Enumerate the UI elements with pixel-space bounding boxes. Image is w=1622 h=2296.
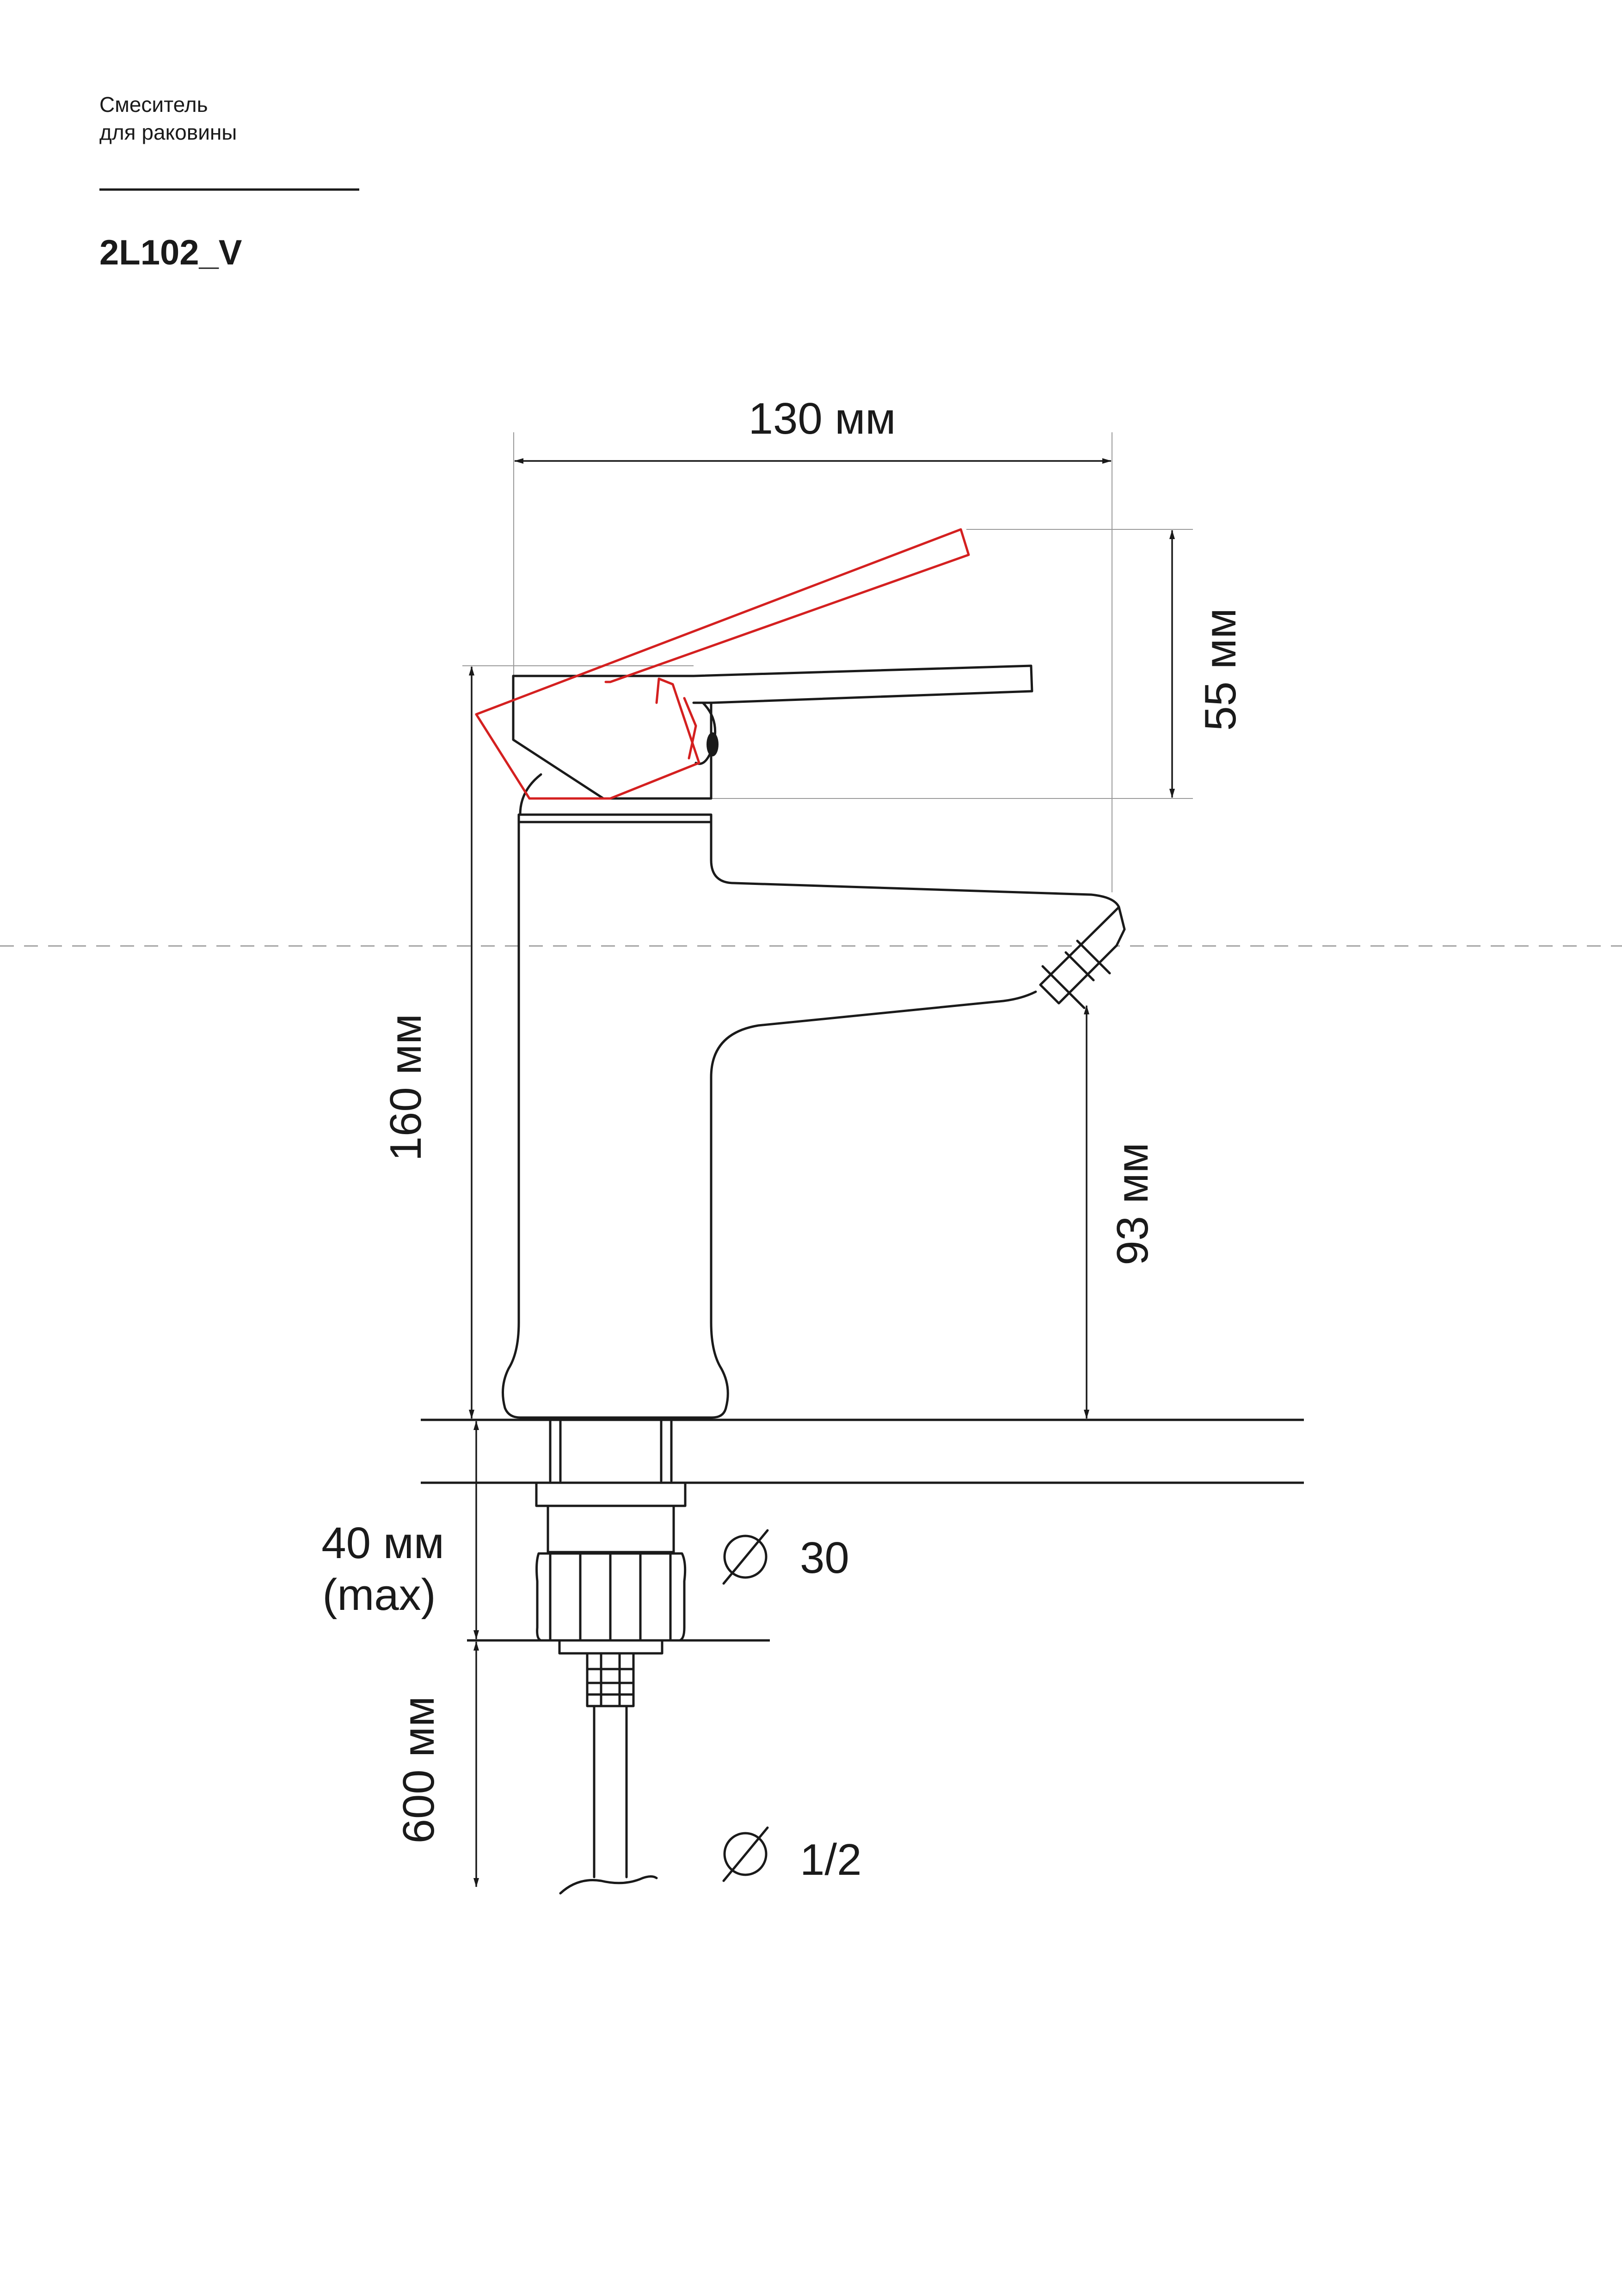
dim-hose-label: 600 мм — [394, 1696, 443, 1844]
mounting-nut — [535, 1552, 687, 1642]
cartridge-housing — [512, 675, 713, 800]
hose-connector — [586, 1652, 635, 1707]
faucet-body — [502, 821, 1037, 1419]
diameter-symbol-icon — [723, 1535, 768, 1579]
diameter-30-value: 30 — [800, 1533, 849, 1583]
dim-height-label: 160 мм — [381, 1014, 430, 1161]
diameter-symbol-icon — [723, 1832, 768, 1876]
diameter-30-callout: 30 — [722, 1529, 849, 1585]
lever-open-red — [475, 528, 970, 716]
subtitle-line2: для раковины — [99, 120, 237, 144]
mounting-sleeve — [547, 1504, 675, 1553]
aerator-ring — [1041, 939, 1111, 1009]
nut-bottom-plate — [558, 1639, 664, 1655]
dim-lever-rise-label: 55 мм — [1196, 608, 1245, 731]
aerator — [1039, 906, 1126, 1005]
diameter-thread-callout: 1/2 — [722, 1826, 861, 1885]
diameter-symbol-slash — [722, 1529, 769, 1585]
pivot-screw — [707, 732, 719, 756]
housing-open-red — [475, 677, 700, 800]
dim-spout-clearance-label: 93 мм — [1108, 1142, 1157, 1265]
hose-break-line — [559, 1875, 658, 1895]
dim-mount-label-line1: 40 мм — [321, 1518, 444, 1568]
shank — [549, 1418, 673, 1482]
diameter-thread-value: 1/2 — [800, 1835, 861, 1885]
dim-mount-label-line2: (max) — [322, 1570, 436, 1620]
flexible-hose — [593, 1705, 628, 1879]
lever-closed — [512, 664, 1033, 704]
spout-top-contour — [710, 821, 1120, 909]
model-number: 2L102_V — [99, 233, 242, 272]
subtitle-line1: Смеситель — [99, 92, 208, 117]
diameter-symbol-slash — [722, 1826, 769, 1882]
mounting-washer — [535, 1481, 687, 1507]
dim-width-label: 130 мм — [749, 394, 896, 443]
pivot-open-red — [683, 697, 697, 760]
